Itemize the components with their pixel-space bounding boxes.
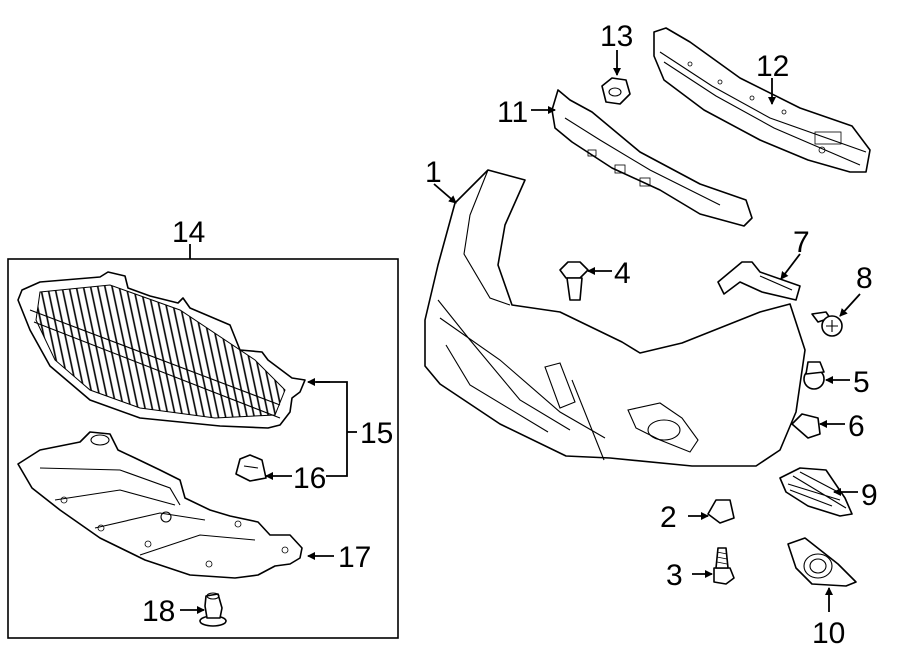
part-10-fog-bezel <box>787 537 857 587</box>
part-1-bumper-cover <box>424 169 806 467</box>
callout-1: 1 <box>425 156 442 189</box>
part-12-reinforcement-bar <box>653 27 871 173</box>
callout-16: 16 <box>293 462 326 495</box>
leader-1 <box>433 183 457 204</box>
callout-18: 18 <box>142 595 175 628</box>
part-5-clip <box>803 361 825 390</box>
part-17-under-cover <box>17 431 303 579</box>
leader-15-bracket <box>316 381 348 477</box>
callout-17: 17 <box>338 541 371 574</box>
part-15-grille-cover <box>17 271 306 429</box>
callout-8: 8 <box>856 262 873 295</box>
callout-6: 6 <box>848 410 865 443</box>
callout-14: 14 <box>172 216 205 249</box>
callout-4: 4 <box>614 257 631 290</box>
leader-7 <box>780 253 801 280</box>
part-9-grille-insert <box>779 467 853 517</box>
leader-8 <box>839 293 861 317</box>
part-2-clip <box>707 499 735 524</box>
callout-13: 13 <box>600 20 633 53</box>
callout-7: 7 <box>793 226 810 259</box>
part-7-bracket <box>717 261 801 301</box>
part-4-clip <box>559 261 589 301</box>
callout-11: 11 <box>497 96 528 129</box>
part-13-nut <box>601 77 631 105</box>
part-6-clip <box>791 413 821 439</box>
callout-3: 3 <box>666 559 683 592</box>
callout-10: 10 <box>812 617 845 650</box>
callout-2: 2 <box>660 501 677 534</box>
callout-9: 9 <box>861 479 878 512</box>
part-16-clip <box>235 454 267 482</box>
callout-12: 12 <box>756 50 789 83</box>
part-18-fastener <box>199 592 227 627</box>
part-14-frame <box>7 258 399 639</box>
part-3-bolt <box>713 547 735 585</box>
part-11-energy-absorber <box>551 89 753 227</box>
callout-5: 5 <box>853 366 870 399</box>
callout-15: 15 <box>360 417 393 450</box>
part-8-screw <box>811 311 843 337</box>
